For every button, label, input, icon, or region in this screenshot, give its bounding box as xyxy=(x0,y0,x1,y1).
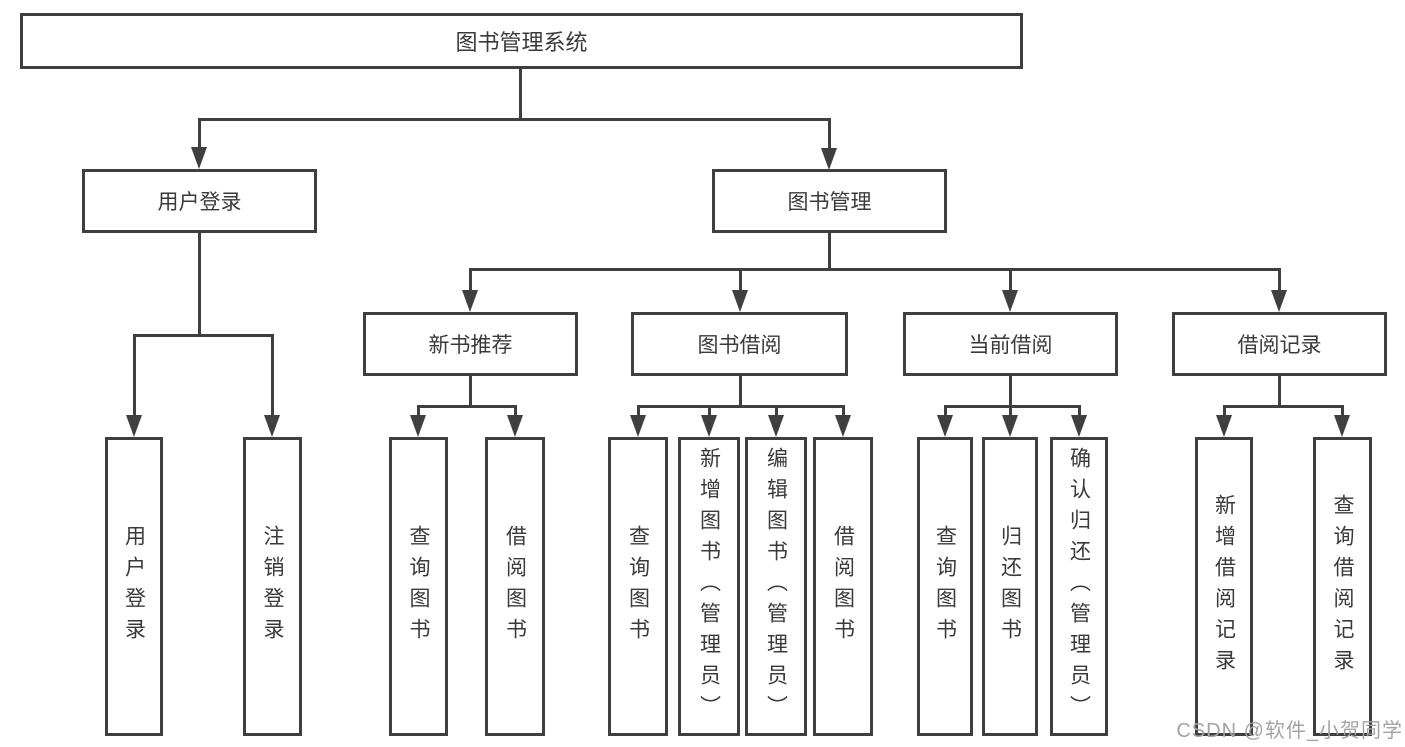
connector-vline xyxy=(271,334,274,416)
connector-vline xyxy=(417,405,420,418)
connector-arrow xyxy=(264,415,280,437)
connector-vline xyxy=(1009,268,1012,292)
connector-vline xyxy=(1341,405,1344,418)
leaf-label: 借阅图书 xyxy=(831,524,855,649)
node-label: 用户登录 xyxy=(157,191,242,214)
connector-hline xyxy=(1223,405,1344,408)
connector-arrow xyxy=(937,415,953,437)
connector-vline xyxy=(739,268,742,292)
connector-arrow xyxy=(1071,415,1087,437)
connector-arrow xyxy=(630,415,646,437)
connector-vline xyxy=(1009,376,1012,408)
connector-arrow xyxy=(507,415,523,437)
leaf-query-books-current: 查询图书 xyxy=(917,437,973,736)
node-label: 图书管理 xyxy=(787,191,872,214)
leaf-label: 借阅图书 xyxy=(503,524,527,649)
leaf-label: 新增图书（管理员） xyxy=(697,447,721,726)
connector-vline xyxy=(1078,405,1081,418)
node-label: 当前借阅 xyxy=(968,334,1053,357)
leaf-user-login: 用户登录 xyxy=(105,437,163,736)
leaf-confirm-return-admin: 确认归还（管理员） xyxy=(1050,437,1108,736)
connector-vline xyxy=(469,268,472,292)
connector-hline xyxy=(417,405,517,408)
node-book-borrowing: 图书借阅 xyxy=(631,312,848,376)
connector-vline xyxy=(514,405,517,418)
connector-arrow xyxy=(1216,415,1232,437)
leaf-label: 归还图书 xyxy=(998,524,1022,649)
connector-arrow xyxy=(835,415,851,437)
connector-vline xyxy=(1009,405,1012,418)
connector-hline xyxy=(469,268,1281,271)
leaf-label: 用户登录 xyxy=(122,524,146,649)
leaf-query-borrow-record: 查询借阅记录 xyxy=(1313,437,1372,736)
connector-hline xyxy=(944,405,1081,408)
connector-hline xyxy=(198,118,831,121)
node-current-borrowing: 当前借阅 xyxy=(903,312,1118,376)
connector-vline xyxy=(469,376,472,408)
leaf-label: 查询图书 xyxy=(933,524,957,649)
leaf-label: 新增借阅记录 xyxy=(1212,493,1236,680)
node-borrow-records: 借阅记录 xyxy=(1172,312,1387,376)
connector-arrow xyxy=(126,415,142,437)
node-new-book-recommend: 新书推荐 xyxy=(363,312,578,376)
connector-vline xyxy=(944,405,947,418)
node-root: 图书管理系统 xyxy=(20,13,1023,69)
connector-arrow xyxy=(821,148,837,170)
leaf-query-books-recommend: 查询图书 xyxy=(389,437,448,736)
connector-arrow xyxy=(1271,290,1287,312)
node-label: 借阅记录 xyxy=(1237,334,1322,357)
connector-vline xyxy=(519,68,522,120)
node-label: 图书借阅 xyxy=(697,334,782,357)
leaf-logout-login: 注销登录 xyxy=(243,437,302,736)
node-root-label: 图书管理系统 xyxy=(455,30,588,55)
leaf-label: 注销登录 xyxy=(261,524,285,649)
leaf-add-borrow-record: 新增借阅记录 xyxy=(1195,437,1253,736)
leaf-return-books: 归还图书 xyxy=(982,437,1038,736)
connector-arrow xyxy=(1002,415,1018,437)
leaf-label: 确认归还（管理员） xyxy=(1067,447,1091,726)
leaf-label: 查询图书 xyxy=(626,524,650,649)
connector-arrow xyxy=(191,147,207,169)
connector-arrow xyxy=(462,290,478,312)
connector-hline xyxy=(637,405,845,408)
leaf-label: 编辑图书（管理员） xyxy=(764,447,788,726)
connector-vline xyxy=(775,405,778,418)
connector-vline xyxy=(828,118,831,151)
connector-vline xyxy=(637,405,640,418)
connector-vline xyxy=(708,405,711,418)
leaf-edit-books-admin: 编辑图书（管理员） xyxy=(745,437,807,736)
connector-arrow xyxy=(1334,415,1350,437)
connector-vline xyxy=(1223,405,1226,418)
leaf-query-books-borrowing: 查询图书 xyxy=(608,437,668,736)
node-label: 新书推荐 xyxy=(428,334,513,357)
connector-vline xyxy=(198,233,201,337)
leaf-borrow-books: 借阅图书 xyxy=(813,437,873,736)
connector-vline xyxy=(198,118,201,150)
connector-vline xyxy=(842,405,845,418)
connector-vline xyxy=(828,233,831,271)
connector-hline xyxy=(133,334,274,337)
leaf-label: 查询借阅记录 xyxy=(1331,493,1355,680)
watermark: CSDN @软件_小贺同学 xyxy=(1176,720,1403,742)
connector-arrow xyxy=(701,415,717,437)
leaf-add-books-admin: 新增图书（管理员） xyxy=(678,437,740,736)
leaf-borrow-books-recommend: 借阅图书 xyxy=(485,437,545,736)
node-book-management: 图书管理 xyxy=(712,169,947,233)
connector-arrow xyxy=(768,415,784,437)
connector-vline xyxy=(1278,376,1281,408)
connector-arrow xyxy=(732,290,748,312)
node-user-login-branch: 用户登录 xyxy=(82,169,317,233)
connector-vline xyxy=(739,376,742,408)
connector-vline xyxy=(133,334,136,416)
connector-arrow xyxy=(410,415,426,437)
connector-arrow xyxy=(1002,290,1018,312)
leaf-label: 查询图书 xyxy=(407,524,431,649)
connector-vline xyxy=(1278,268,1281,292)
